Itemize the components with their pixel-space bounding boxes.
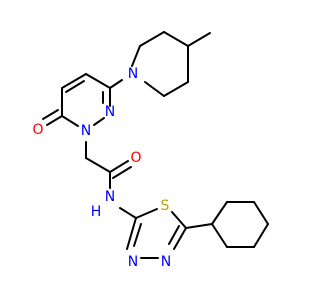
atom-s-thiadiazole: S	[161, 198, 170, 214]
atom-o-amide: O	[130, 150, 141, 166]
atom-n-piperidine: N	[128, 66, 138, 82]
bond-thiad-n3-c2	[126, 217, 137, 250]
bond-amide-co	[109, 160, 129, 173]
bond-pip-c3-c2	[139, 31, 165, 47]
atom-h-amide: H	[91, 204, 102, 220]
bond-pyd-c6-n1	[61, 115, 79, 127]
bond-pip-c6-c5	[163, 81, 189, 97]
bond-pyd-c4-c5-double	[65, 80, 85, 93]
bond-cyhex-6-1	[211, 223, 228, 248]
bond-amide-co-double	[112, 166, 132, 179]
bond-thiad-c5-n4-double	[168, 225, 180, 245]
bond-cyhex-1-2	[211, 201, 228, 225]
bond-pip-n-pyd	[109, 79, 123, 89]
atom-n-thiadiazole-3: N	[128, 254, 138, 270]
bond-pyd-n1-n2	[93, 117, 105, 126]
bond-n-thiad	[119, 207, 137, 219]
bond-pyd-c4-c5	[61, 73, 87, 89]
bond-pyd-co	[46, 115, 63, 126]
bond-cyhex-3-4	[253, 201, 269, 225]
molecule-drawing: N N N O O N H S N N	[32, 31, 269, 270]
bond-pip-c4-c3	[163, 31, 189, 47]
bond-cyhex-4-5	[253, 223, 269, 248]
bond-thiad-cyhex	[185, 223, 213, 229]
bond-pip-c2-n	[131, 45, 141, 67]
atom-o-pyridazinone: O	[32, 122, 43, 138]
atom-n-pyridazine-2: N	[105, 104, 115, 120]
bond-thiad-c5-n4	[173, 227, 187, 250]
bond-thiad-n3-c2-double	[133, 223, 142, 247]
bond-pyd-co-double	[42, 109, 59, 120]
atom-n-thiadiazole-4: N	[161, 254, 171, 270]
bond-thiad-s-c5	[171, 211, 187, 229]
atom-layer: N N N O O N H S N N	[32, 66, 171, 270]
bond-pip-n-c6	[144, 81, 165, 97]
bond-pyd-c3-c4	[85, 73, 111, 89]
bond-thiad-c2-s	[135, 208, 158, 219]
bond-layer	[42, 31, 269, 259]
bond-ch2-amide-c	[85, 157, 111, 173]
atom-n-pyridazine-1: N	[81, 123, 91, 139]
bond-methyl	[187, 32, 211, 47]
structure-diagram: N N N O O N H S N N	[32, 31, 269, 270]
atom-n-amide: N	[105, 189, 115, 205]
